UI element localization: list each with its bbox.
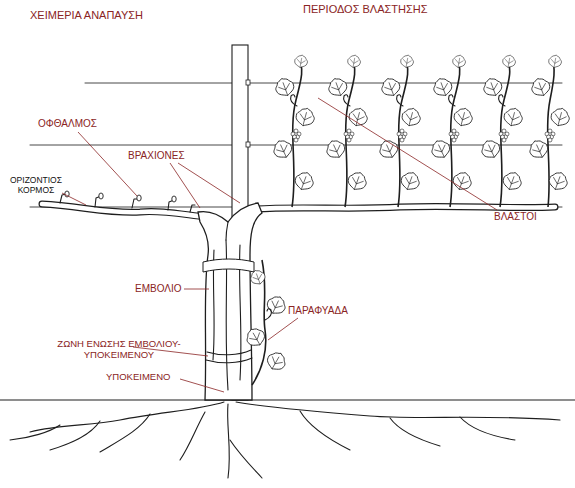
leaf bbox=[547, 169, 570, 192]
leader-line bbox=[318, 98, 497, 210]
cordon-fill bbox=[255, 206, 555, 209]
grape-cluster bbox=[397, 129, 407, 142]
leaf bbox=[294, 106, 316, 128]
shoot bbox=[270, 54, 316, 207]
leaf bbox=[502, 54, 517, 69]
leaf bbox=[248, 268, 267, 287]
season-heading: ΧΕΙΜΕΡΙΑ ΑΝΑΠΑΥΣΗ bbox=[30, 9, 190, 22]
leaf bbox=[400, 106, 422, 128]
tendril bbox=[449, 95, 455, 106]
shoot bbox=[526, 54, 571, 207]
ground-line bbox=[0, 399, 575, 400]
leader-line bbox=[62, 193, 86, 205]
winter-bud bbox=[99, 193, 103, 199]
leaf bbox=[549, 106, 571, 128]
leader-line bbox=[180, 379, 224, 392]
winter-bud bbox=[137, 195, 141, 201]
leader-line bbox=[268, 318, 298, 340]
grape-cluster bbox=[344, 129, 354, 142]
cordon-fill bbox=[42, 204, 206, 217]
leader-line bbox=[178, 163, 240, 203]
leaf bbox=[376, 137, 400, 161]
tendril bbox=[397, 95, 403, 106]
spur bbox=[190, 205, 195, 212]
wire-staple bbox=[246, 142, 250, 147]
tendril bbox=[499, 95, 505, 106]
season-heading: ΠΕΡΙΟΔΟΣ ΒΛΑΣΤΗΣΗΣ bbox=[303, 3, 473, 16]
root bbox=[300, 411, 350, 450]
tendril bbox=[291, 95, 297, 106]
root bbox=[230, 440, 262, 478]
bark-lines bbox=[213, 222, 241, 390]
leaf bbox=[399, 169, 422, 192]
part-label: ΥΠΟΚΕΙΜΕΝΟ bbox=[106, 372, 196, 383]
winter-bud bbox=[172, 196, 176, 202]
leaf bbox=[347, 54, 362, 69]
grape-cluster bbox=[545, 129, 555, 142]
part-label: ΟΡΙΖΟΝΤΙΟΣ ΚΟΡΜΟΣ bbox=[2, 176, 70, 196]
part-label: ΒΡΑΧΙΟΝΕΣ bbox=[128, 150, 218, 162]
part-label: ΕΜΒΟΛΙΟ bbox=[135, 283, 205, 295]
leaf bbox=[264, 349, 289, 374]
part-label: ΟΦΘΑΛΜΟΣ bbox=[38, 118, 128, 130]
leaf bbox=[294, 54, 309, 69]
root bbox=[460, 417, 515, 440]
tie-band bbox=[203, 259, 254, 272]
root bbox=[390, 418, 440, 446]
leaf bbox=[502, 106, 524, 128]
tendril bbox=[265, 309, 271, 320]
leaf bbox=[548, 54, 563, 69]
leaf bbox=[526, 137, 550, 161]
root bbox=[30, 402, 224, 432]
shoot bbox=[376, 54, 422, 207]
cordon-outline bbox=[42, 204, 206, 217]
root bbox=[100, 414, 150, 452]
leaf bbox=[451, 169, 474, 192]
bark-line bbox=[226, 222, 228, 240]
wire-staple bbox=[246, 80, 250, 85]
part-label: ΖΩΝΗ ΕΝΩΣΗΣ ΕΜΒΟΛΙΟΥ-ΥΠΟΚΕΙΜΕΝΟΥ bbox=[44, 339, 194, 361]
root bbox=[10, 425, 60, 440]
leaf bbox=[323, 137, 347, 161]
leaf bbox=[400, 54, 415, 69]
cordon-outline bbox=[255, 206, 555, 209]
leader-line bbox=[184, 289, 209, 290]
trunk bbox=[198, 203, 262, 400]
leaf bbox=[347, 106, 369, 128]
shoot bbox=[478, 54, 524, 207]
leaf bbox=[264, 293, 288, 317]
root bbox=[50, 421, 100, 450]
part-label: ΒΛΑΣΤΟΙ bbox=[494, 211, 574, 223]
shoot bbox=[428, 54, 474, 207]
tendril bbox=[344, 95, 350, 106]
leaf bbox=[428, 137, 452, 161]
root bbox=[236, 402, 560, 420]
grape-cluster bbox=[449, 129, 459, 142]
root bbox=[180, 412, 205, 460]
grape-cluster bbox=[499, 129, 509, 142]
leaf bbox=[346, 169, 369, 192]
leaf bbox=[478, 137, 502, 161]
graft-union bbox=[207, 350, 251, 355]
trellis-wire bbox=[30, 145, 562, 146]
leaf bbox=[293, 169, 316, 192]
grape-cluster bbox=[291, 129, 301, 142]
leaf bbox=[270, 137, 294, 161]
leaf bbox=[529, 75, 552, 98]
leader-line bbox=[170, 163, 200, 208]
spurs bbox=[60, 194, 195, 212]
leaf bbox=[243, 325, 268, 350]
shoot bbox=[323, 54, 369, 207]
part-label: ΠΑΡΑΦΥΑΔΑ bbox=[288, 305, 378, 317]
leader-line bbox=[78, 132, 137, 196]
root bbox=[228, 404, 230, 478]
leaf bbox=[452, 106, 474, 128]
root-system bbox=[10, 402, 560, 478]
graft-union bbox=[206, 358, 252, 363]
leaf bbox=[501, 169, 524, 192]
leaf bbox=[452, 54, 467, 69]
